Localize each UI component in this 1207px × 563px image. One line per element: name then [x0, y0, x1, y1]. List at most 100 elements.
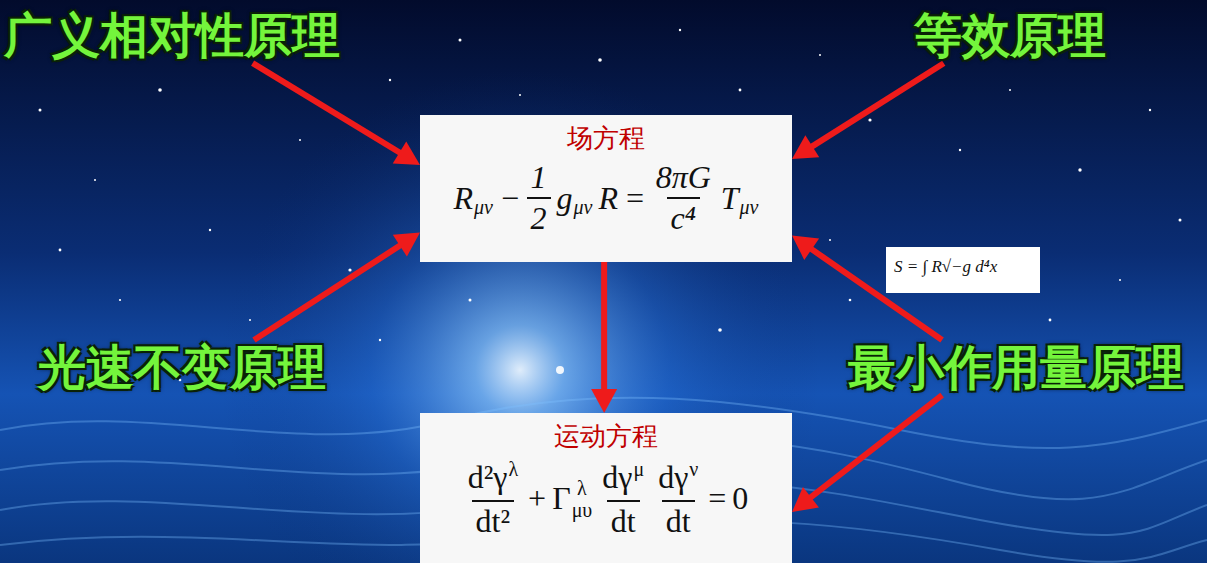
- arrow-head: [591, 389, 617, 413]
- fraction: dγν dt: [654, 458, 702, 539]
- scripted-symbol: dγν: [658, 458, 698, 498]
- superscript-slot: ν: [689, 458, 698, 480]
- denominator: dt: [662, 500, 695, 539]
- subscript: μν: [474, 196, 493, 218]
- formula-symbol: R: [598, 181, 618, 216]
- script-column: μν: [740, 179, 759, 219]
- formula-symbol: 1: [531, 159, 547, 195]
- formula-symbol: T: [721, 181, 739, 216]
- subscript: μυ: [572, 499, 593, 521]
- formula-symbol: 0: [732, 481, 748, 516]
- scripted-symbol: d²γλ: [468, 458, 518, 498]
- equation-title: 场方程: [567, 123, 645, 153]
- arrow-head: [393, 233, 420, 257]
- numerator: 1: [527, 160, 551, 197]
- arrow-line: [601, 262, 607, 391]
- equation-title: 运动方程: [554, 421, 658, 451]
- formula-symbol: R: [454, 181, 474, 216]
- denominator: 2: [527, 197, 551, 236]
- arrow-head: [792, 135, 819, 159]
- denominator: c⁴: [667, 197, 700, 236]
- principle-text: 等效原理: [914, 7, 1106, 63]
- superscript: λ: [508, 458, 518, 480]
- subscript-slot: μν: [740, 196, 759, 218]
- formula-symbol: c⁴: [671, 200, 696, 236]
- script-column: μν: [474, 179, 493, 219]
- formula-symbol: Γ: [552, 481, 571, 516]
- formula-symbol: −: [499, 181, 521, 216]
- denominator: dt: [607, 500, 640, 539]
- script-column: λμυ: [572, 477, 593, 521]
- fraction: dγμ dt: [598, 458, 648, 539]
- formula-symbol: d²γ: [468, 460, 508, 495]
- formula-symbol: +: [528, 481, 546, 516]
- formula-symbol: =: [708, 481, 726, 516]
- subscript-slot: μν: [474, 196, 493, 218]
- superscript-slot: λ: [572, 477, 593, 499]
- connector-arrow: [792, 395, 942, 512]
- arrow-head: [792, 236, 819, 260]
- connector-arrow: [254, 233, 420, 340]
- formula-row: d²γλdt²+Γλμυdγμdtdγνdt=0: [432, 458, 780, 539]
- action-box: S = ∫ R√−g d⁴x: [886, 247, 1040, 293]
- superscript-slot: λ: [508, 458, 518, 480]
- formula-symbol: 8πG: [656, 159, 711, 195]
- numerator: dγμ: [598, 458, 648, 500]
- formula-symbol: dt: [666, 503, 691, 539]
- script-column: ν: [689, 458, 698, 498]
- fraction: d²γλ dt²: [464, 458, 522, 539]
- superscript-slot: [740, 179, 759, 197]
- formula-symbol: g: [557, 181, 573, 216]
- superscript-slot: μ: [633, 458, 644, 480]
- fraction: 8πG c⁴: [652, 160, 715, 236]
- principle-label: 光速不变原理: [38, 340, 326, 395]
- subscript: μν: [740, 196, 759, 218]
- connector-arrow: [792, 63, 944, 159]
- superscript: μ: [633, 458, 644, 480]
- principle-label: 等效原理: [914, 8, 1106, 63]
- script-column: μν: [574, 179, 593, 219]
- formula-symbol: dγ: [658, 460, 688, 495]
- equation-heading: 场方程: [432, 123, 780, 154]
- superscript-slot: [574, 179, 593, 197]
- subscript-slot: [633, 480, 644, 498]
- numerator: dγν: [654, 458, 702, 500]
- scripted-symbol: Tμν: [721, 179, 759, 219]
- subscript: μν: [574, 196, 593, 218]
- numerator: 8πG: [652, 160, 715, 197]
- equation-heading: 运动方程: [432, 421, 780, 452]
- formula-symbol: dt: [611, 503, 636, 539]
- superscript: ν: [689, 458, 698, 480]
- scripted-symbol: Rμν: [454, 179, 493, 219]
- superscript-slot: [474, 179, 493, 197]
- scripted-symbol: dγμ: [602, 458, 644, 498]
- arrow-head: [393, 141, 420, 165]
- formula-row: Rμν−12gμνR=8πGc⁴Tμν: [432, 160, 780, 236]
- action-formula: S = ∫ R√−g d⁴x: [894, 257, 997, 276]
- arrow-head: [792, 487, 819, 512]
- superscript: λ: [577, 477, 587, 499]
- subscript-slot: μυ: [572, 499, 593, 521]
- script-column: λ: [508, 458, 518, 498]
- arrow-line: [811, 63, 944, 147]
- formula-symbol: =: [624, 181, 646, 216]
- formula-symbol: 2: [531, 200, 547, 236]
- arrow-line: [253, 63, 402, 153]
- arrow-line: [809, 395, 942, 498]
- principle-text: 最小作用量原理: [848, 339, 1184, 395]
- numerator: d²γλ: [464, 458, 522, 500]
- script-column: μ: [633, 458, 644, 498]
- fraction: 12: [527, 160, 551, 236]
- subscript-slot: [508, 480, 518, 498]
- connector-arrow: [253, 63, 420, 165]
- connector-arrow: [591, 262, 617, 413]
- scripted-symbol: gμν: [557, 179, 593, 219]
- principle-label: 最小作用量原理: [848, 340, 1184, 395]
- scripted-symbol: Γλμυ: [552, 477, 592, 521]
- formula-symbol: dt²: [476, 503, 510, 539]
- formula-symbol: dγ: [602, 460, 632, 495]
- principle-text: 光速不变原理: [38, 339, 326, 395]
- denominator: dt²: [472, 500, 514, 539]
- principle-text: 广义相对性原理: [4, 7, 340, 63]
- subscript-slot: [689, 480, 698, 498]
